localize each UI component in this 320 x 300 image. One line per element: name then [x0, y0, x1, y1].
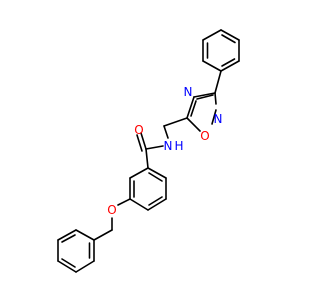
bond-carbonyl-double-b [136, 134, 143, 152]
bond-carbonyl-benzene [145, 148, 149, 169]
bond-phenyl-oxadiazole [214, 70, 222, 94]
bond-oxadiazole-methylene [163, 117, 188, 127]
oxadiazole-ring [186, 92, 217, 132]
atom-carbonyl-oxygen: O [134, 123, 143, 137]
phenyl-ring-top [202, 29, 240, 72]
bond-benzene-ether [117, 198, 131, 206]
atom-ether-oxygen: O [107, 203, 116, 217]
atom-ring-nitrogen-lower: N [214, 112, 223, 126]
molecule-canvas: O N H O N N O [57, 29, 240, 273]
atom-ring-nitrogen-upper: N [184, 85, 193, 99]
atom-amide-nitrogen: N [164, 139, 173, 153]
bond-methylene-phenyl [93, 229, 113, 241]
phenyl-ring-bottom [57, 229, 95, 273]
benzene-ring-center [129, 167, 167, 211]
bond-carbonyl-double-a [140, 132, 147, 150]
structure-diagram: O N H O N N O [57, 29, 240, 273]
atom-ring-oxygen: O [200, 129, 209, 143]
bond-nitrogen-carbonyl [145, 145, 164, 150]
atom-amide-hydrogen: H [174, 139, 183, 153]
bond-methylene-nitrogen [163, 125, 169, 139]
